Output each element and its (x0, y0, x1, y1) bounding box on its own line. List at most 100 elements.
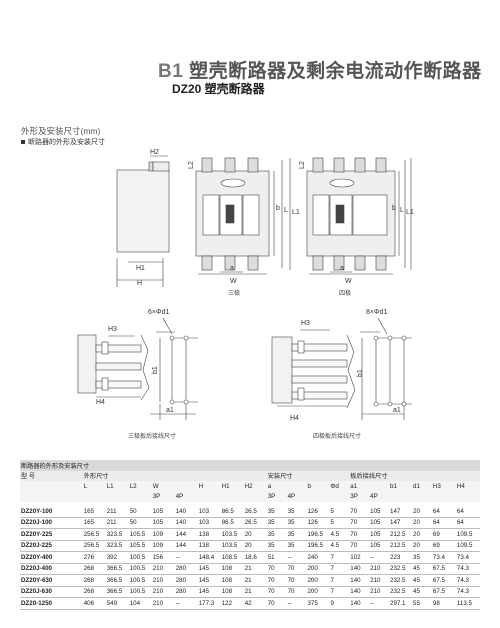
table-cell: 100.5 (128, 563, 152, 575)
table-cell: 280 (174, 563, 198, 575)
table-group-mount: 安装尺寸 (266, 470, 350, 481)
table-cell: 4.5 (329, 540, 350, 552)
caption-rear-three-pole: 三极板后接线尺寸 (128, 432, 176, 440)
col-header: a1 (349, 481, 390, 492)
rear-4p-holes: 8×Φd1 (366, 309, 387, 316)
dim-h2-side: H2 (150, 149, 159, 156)
table-group-outline: 外形尺寸 (82, 470, 267, 481)
table-cell: 103.5 (220, 540, 244, 552)
dim-l2-3p: L2 (188, 161, 195, 169)
table-cell: 45 (412, 574, 432, 587)
table-cell: 105 (151, 517, 175, 529)
table-cell: 212.5 (389, 528, 413, 541)
table-cell: 64 (431, 517, 456, 529)
table-cell: 100.5 (128, 574, 152, 587)
col-header: L2 (128, 481, 152, 492)
table-cell: 70 (349, 517, 370, 529)
table-cell: 211 (105, 517, 129, 529)
table-cell: 109 (151, 540, 175, 552)
table-cell: 268 (82, 563, 106, 575)
table-subcolumn-row: 3P 4P 3P 4P 3P 4P (20, 491, 480, 502)
table-cell: 105 (369, 517, 390, 529)
table-cell: 35 (412, 551, 432, 564)
table-cell: 297.1 (389, 597, 413, 610)
col-header: L1 (105, 481, 129, 492)
table-cell: 45 (412, 563, 432, 575)
model-cell: DZ20Y-100 (20, 506, 83, 518)
table-cell: 210 (151, 586, 175, 598)
subcol-header: 3P (349, 491, 370, 502)
table-cell: 280 (174, 586, 198, 598)
rear-3p-a1: a1 (166, 407, 174, 414)
table-cell: 210 (151, 563, 175, 575)
table-cell: 55 (412, 597, 432, 610)
col-header: b (306, 481, 330, 492)
table-cell: 21 (243, 574, 267, 587)
col-header: a (266, 481, 307, 492)
dim-l-3p: L (284, 207, 288, 214)
table-cell: 103 (197, 506, 221, 518)
table-cell: 147 (389, 517, 413, 529)
table-cell: 45 (412, 586, 432, 598)
table-cell: 4.5 (329, 528, 350, 541)
table-cell: 240 (306, 551, 330, 564)
table-cell: 280 (174, 574, 198, 587)
table-cell: 126 (306, 517, 330, 529)
dim-b-3p: b (276, 205, 280, 212)
table-cell: 105 (151, 506, 175, 518)
table-cell: 210 (151, 574, 175, 587)
table-cell: 100.5 (128, 586, 152, 598)
bullet-square-icon (21, 140, 25, 145)
table-cell: -- (286, 597, 307, 610)
col-header: b1 (389, 481, 413, 492)
dim-w-3p: W (230, 278, 237, 285)
four-pole-front-drawing: L2 b L L1 a W 四极 (299, 157, 414, 297)
table-cell: 109.5 (455, 540, 480, 552)
subcol-header: 3P (266, 491, 287, 502)
three-pole-front-drawing: L2 b L L1 a W 三极 (188, 157, 300, 297)
table-cell: 177.3 (197, 597, 221, 610)
table-cell: 366.5 (105, 563, 129, 575)
table-cell: 256.5 (82, 540, 106, 552)
table-cell: 20 (412, 540, 432, 552)
table-cell: 138 (197, 540, 221, 552)
table-cell: 105 (369, 540, 390, 552)
dim-h-side: H (137, 280, 142, 287)
table-cell: 145 (197, 586, 221, 598)
table-cell: 144 (174, 540, 198, 552)
table-cell: 70 (266, 563, 287, 575)
table-cell: 70 (266, 597, 287, 610)
table-cell: 366.5 (105, 574, 129, 587)
table-cell: 122 (220, 597, 244, 610)
table-cell: 145 (197, 563, 221, 575)
table-cell: 108 (220, 574, 244, 587)
table-cell: 70 (286, 563, 307, 575)
table-cell: 21 (243, 563, 267, 575)
table-cell: 200 (306, 574, 330, 587)
dim-l-4p: L (400, 207, 404, 214)
col-header: d1 (412, 481, 432, 492)
table-cell: 256.5 (82, 528, 106, 541)
table-cell: 67.5 (431, 586, 456, 598)
table-cell: 20 (243, 528, 267, 541)
table-cell: 196.5 (306, 540, 330, 552)
table-cell: 126 (306, 506, 330, 518)
table-cell: 70 (286, 574, 307, 587)
bullet-text: 断路器的外形及安装尺寸 (28, 139, 105, 146)
table-cell: 210 (369, 586, 390, 598)
table-cell: 138 (197, 528, 221, 541)
table-cell: 102 (349, 551, 370, 564)
table-cell: 73.4 (455, 551, 480, 564)
table-cell: 211 (105, 506, 129, 518)
page-title: B1 塑壳断路器及剩余电流动作断路器 (158, 56, 482, 83)
table-cell: 26.5 (243, 506, 267, 518)
table-cell: 70 (286, 586, 307, 598)
col-header: H3 (431, 481, 456, 492)
table-cell: 7 (329, 586, 350, 598)
table-cell: 212.5 (389, 540, 413, 552)
table-cell: 67.5 (431, 563, 456, 575)
table-cell: 35 (286, 506, 307, 518)
rear-3p-h3: H3 (108, 326, 117, 333)
